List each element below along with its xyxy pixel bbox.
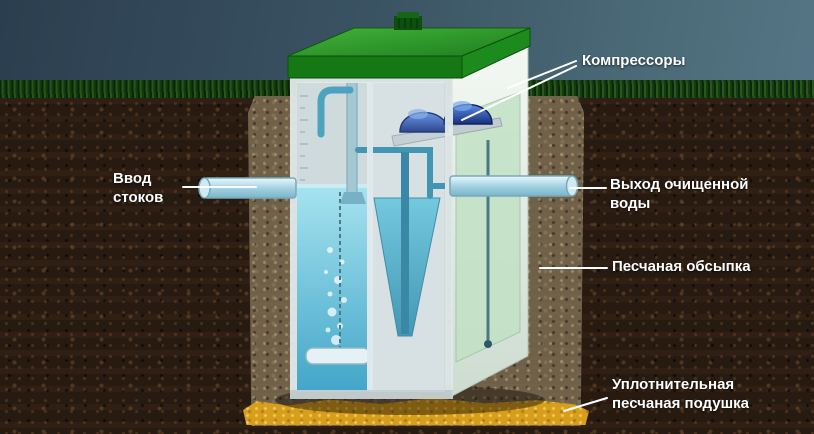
tank-lid — [287, 12, 531, 79]
cushion-pointer-line — [563, 397, 608, 412]
compressor-pointer-line-1 — [507, 60, 577, 89]
label-compressors: Компрессоры — [582, 52, 686, 69]
label-sand-cushion: Уплотнительная песчаная подушка — [612, 376, 749, 412]
glass-front — [297, 83, 445, 390]
label-outlet: Выход очищенной воды — [610, 176, 749, 212]
vent-cap — [394, 12, 422, 30]
outlet-pipe — [449, 175, 579, 197]
front-frame — [290, 76, 453, 399]
label-sand-backfill: Песчаная обсыпка — [612, 258, 751, 275]
label-inlet: Ввод стоков — [113, 170, 164, 206]
septic-tank — [287, 12, 531, 399]
pointer-lines — [182, 60, 608, 412]
drain-rod — [484, 140, 492, 348]
compressor-pointer-line-2 — [461, 65, 577, 121]
